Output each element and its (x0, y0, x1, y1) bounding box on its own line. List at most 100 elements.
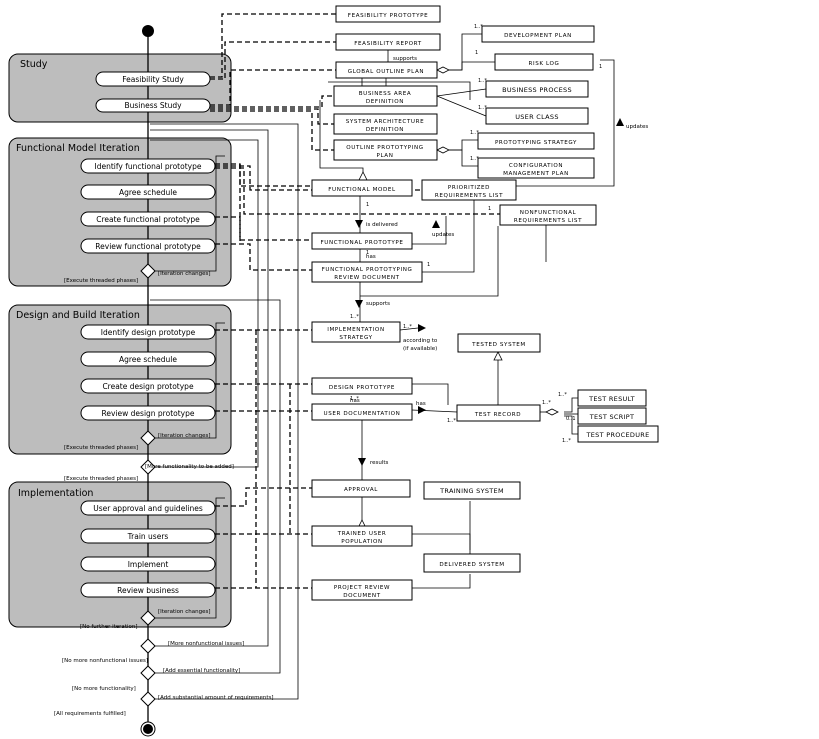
object-label-line2: REQUIREMENTS LIST (514, 218, 582, 224)
object-delivered-system: DELIVERED SYSTEM (423, 553, 521, 573)
object-label-line2: PLAN (376, 153, 393, 159)
swimlane-title-implementation: Implementation (18, 488, 93, 499)
object-functional-prototype: FUNCTIONAL PROTOTYPE (311, 232, 413, 250)
object-label: FEASIBILITY REPORT (354, 41, 422, 47)
multiplicity: 1..* (470, 156, 479, 162)
object-functional-prototyping-review-document: FUNCTIONAL PROTOTYPING REVIEW DOCUMENT (311, 261, 423, 283)
object-label: TEST RECORD (474, 412, 521, 418)
decision-implementation (140, 610, 156, 626)
activity-review-design-prototype: Review design prototype (80, 405, 216, 421)
object-implementation-strategy: IMPLEMENTATION STRATEGY (311, 321, 401, 343)
activity-label: Review business (117, 586, 179, 595)
activity-label: Agree schedule (119, 188, 177, 197)
object-configuration-management-plan: CONFIGURATION MANAGEMENT PLAN (477, 157, 595, 179)
object-label: DESIGN PROTOTYPE (329, 385, 395, 391)
activity-agree-schedule-2: Agree schedule (80, 351, 216, 367)
activity-label: Identify functional prototype (95, 162, 202, 171)
object-nonfunctional-requirements-list: NONFUNCTIONAL REQUIREMENTS LIST (499, 204, 597, 226)
object-label-line2: MANAGEMENT PLAN (503, 171, 569, 177)
decision-functionality (140, 665, 156, 681)
relation-is-delivered: is delivered (366, 222, 398, 228)
object-label-line2: DOCUMENT (343, 593, 380, 599)
object-feasibility-prototype: FEASIBILITY PROTOTYPE (335, 5, 441, 23)
final-node (140, 721, 156, 737)
guard-no-further-iteration: [No further iteration] (80, 624, 137, 630)
object-label: FUNCTIONAL MODEL (328, 187, 396, 193)
object-label-line2: POPULATION (341, 539, 383, 545)
guard-no-more-nonfunctional-issues: [No more nonfunctional issues] (62, 658, 148, 664)
activity-review-business: Review business (80, 582, 216, 598)
relation-has-1: has (366, 254, 376, 260)
relation-updates-2: updates (432, 232, 454, 238)
object-label: BUSINESS PROCESS (502, 86, 572, 94)
activity-review-functional-prototype: Review functional prototype (80, 238, 216, 254)
object-user-class: USER CLASS (485, 107, 589, 125)
multiplicity: 1..* (447, 418, 456, 424)
activity-identify-design-prototype: Identify design prototype (80, 324, 216, 340)
relation-supports-2: supports (366, 301, 390, 307)
object-label: TEST SCRIPT (589, 413, 635, 421)
object-development-plan: DEVELOPMENT PLAN (481, 25, 595, 43)
multiplicity: 1 (366, 250, 369, 256)
multiplicity: 1..* (478, 78, 487, 84)
object-label-line2: DEFINITION (366, 99, 404, 105)
object-business-process: BUSINESS PROCESS (485, 80, 589, 98)
object-label: TEST PROCEDURE (585, 431, 649, 439)
object-business-area-definition: BUSINESS AREA DEFINITION (333, 85, 438, 107)
direction-marks (355, 118, 624, 466)
guard-execute-threaded-phases-2: [Execute threaded phases] (64, 445, 138, 451)
object-approval: APPROVAL (311, 479, 411, 498)
swimlane-title-functional: Functional Model Iteration (16, 143, 140, 154)
multiplicities: 1..* 1 1..* 1..* 1 1..* 1..* 1 1 1 1 1..… (350, 24, 602, 444)
guard-add-essential-functionality: [Add essential functionality] (163, 668, 240, 674)
object-tested-system: TESTED SYSTEM (457, 333, 541, 353)
object-user-documentation: USER DOCUMENTATION (311, 403, 413, 421)
object-project-review-document: PROJECT REVIEW DOCUMENT (311, 579, 413, 601)
relation-updates-1: updates (626, 124, 648, 130)
relation-supports: supports (393, 56, 417, 62)
decision-nodes (140, 263, 156, 707)
guard-all-requirements-fulfilled: [All requirements fulfilled] (54, 711, 126, 717)
multiplicity: 1..* (474, 24, 483, 30)
activity-label: Business Study (124, 101, 182, 110)
activity-label: Agree schedule (119, 355, 177, 364)
relation-labels: supports updates is delivered updates ha… (350, 56, 648, 466)
object-label: USER CLASS (515, 113, 559, 121)
activity-label: Create functional prototype (96, 215, 200, 224)
object-label-line2: REVIEW DOCUMENT (334, 275, 399, 281)
object-prototyping-strategy: PROTOTYPING STRATEGY (477, 132, 595, 150)
object-label: FUNCTIONAL PROTOTYPING (322, 267, 413, 273)
multiplicity: 1..* (558, 392, 567, 398)
object-global-outline-plan: GLOBAL OUTLINE PLAN (335, 61, 438, 79)
object-label: DELIVERED SYSTEM (439, 562, 504, 568)
multiplicity: 1 (488, 206, 491, 212)
multiplicity: 1..* (478, 105, 487, 111)
object-trained-user-population: TRAINED USER POPULATION (311, 525, 413, 547)
activity-label: Feasibility Study (122, 75, 184, 84)
object-feasibility-report: FEASIBILITY REPORT (335, 33, 441, 51)
decision-requirements (140, 691, 156, 707)
object-label: OUTLINE PROTOTYPING (346, 145, 423, 151)
guard-iteration-changes-3: [Iteration changes] (158, 609, 210, 615)
object-test-script: TEST SCRIPT (577, 407, 647, 425)
guard-iteration-changes-2: [Iteration changes] (158, 433, 210, 439)
object-label: GLOBAL OUTLINE PLAN (348, 69, 424, 75)
multiplicity: 1 (475, 50, 478, 56)
activity-label: Create design prototype (102, 382, 194, 391)
guard-no-more-functionality: [No more functionality] (72, 686, 136, 692)
multiplicity: 1..* (470, 130, 479, 136)
activity-user-approval: User approval and guidelines (80, 500, 216, 516)
relation-according-to: according to (403, 338, 438, 344)
object-label: DEVELOPMENT PLAN (504, 33, 572, 39)
relation-has-2: has (350, 398, 360, 404)
guard-more-functionality: [More functionality to be added] (145, 464, 234, 470)
activity-feasibility-study: Feasibility Study (95, 71, 211, 87)
object-prioritized-requirements-list: PRIORITIZED REQUIREMENTS LIST (421, 179, 517, 201)
activity-implement: Implement (80, 556, 216, 572)
object-label: NONFUNCTIONAL (520, 210, 577, 216)
activity-agree-schedule-1: Agree schedule (80, 184, 216, 200)
object-label-line2: REQUIREMENTS LIST (435, 193, 503, 199)
generalization-arrows (357, 171, 503, 565)
initial-node (142, 25, 154, 37)
object-label-line2: DEFINITION (366, 127, 404, 133)
